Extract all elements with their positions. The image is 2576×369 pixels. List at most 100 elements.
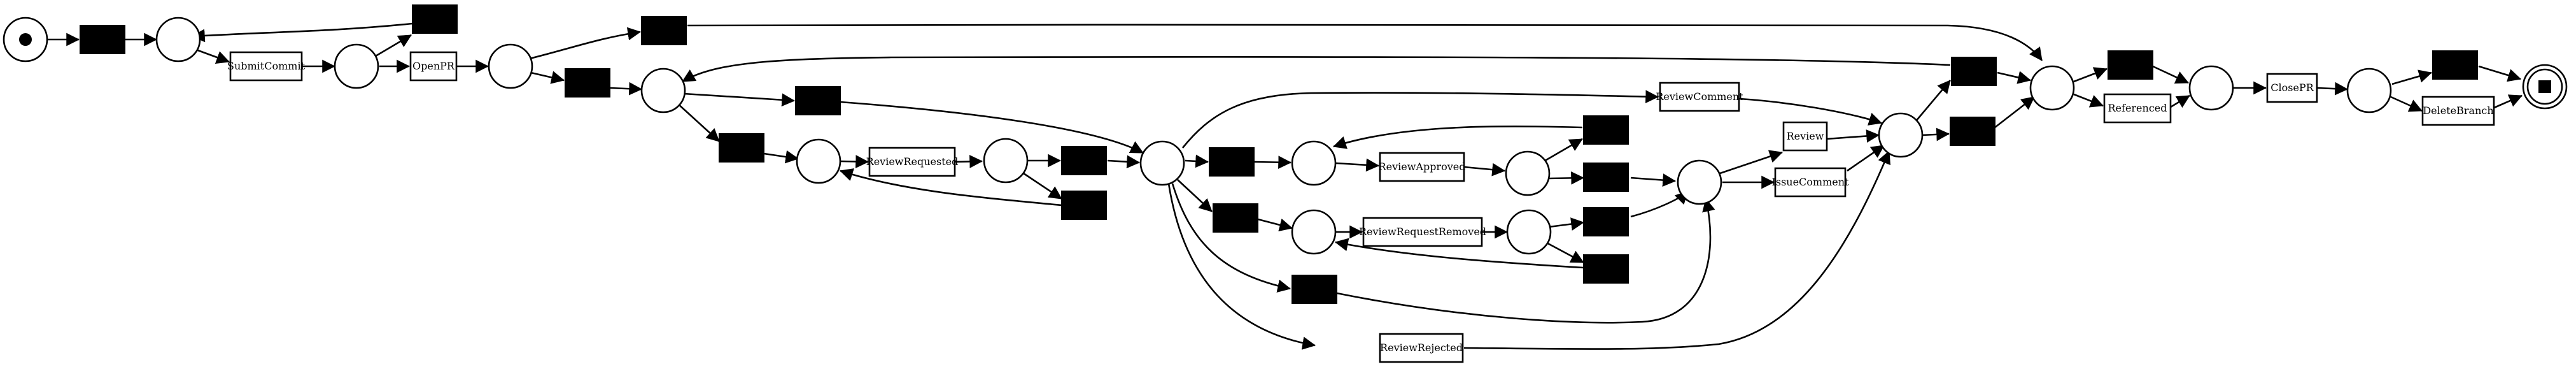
silent-transition (80, 25, 125, 54)
arc (530, 71, 565, 84)
arc (2152, 65, 2189, 84)
place (1505, 150, 1551, 196)
arc (1630, 173, 1677, 187)
arc (840, 168, 1062, 206)
arc (1171, 183, 1292, 293)
arc (1336, 198, 1715, 324)
transition-submit-commit: SubmitCommit (227, 51, 306, 82)
silent-transition (719, 133, 764, 163)
silent-transition (795, 86, 841, 115)
arc (1542, 138, 1583, 163)
arc (2073, 67, 2108, 83)
arc (2170, 94, 2190, 108)
silent-transition (1213, 203, 1258, 233)
transition-label: IssueComment (1772, 176, 1850, 188)
initial-token (19, 33, 32, 46)
place (1506, 209, 1552, 255)
arc (2478, 65, 2521, 82)
place (1291, 209, 1337, 255)
silent-transition (1292, 275, 1337, 304)
place (1139, 140, 1185, 186)
arc (1333, 125, 1583, 149)
transition-label: Referenced (2108, 102, 2167, 114)
arc (677, 103, 720, 142)
arc (1826, 129, 1880, 143)
arc (683, 92, 796, 107)
arc (1847, 144, 1885, 172)
silent-transition (1583, 207, 1629, 236)
sink-place (2522, 64, 2568, 110)
arc (1167, 183, 1316, 350)
places (3, 17, 2568, 255)
arc (2492, 94, 2523, 110)
arc (1181, 90, 1659, 148)
arc (682, 56, 1951, 83)
arc (1719, 150, 1783, 175)
arc (609, 82, 643, 96)
transition-open-pr: OpenPR (409, 51, 458, 82)
place (1291, 140, 1337, 186)
arc (2390, 96, 2423, 112)
place (2188, 65, 2234, 111)
silent-transition (1209, 147, 1255, 177)
transition-review-comment: ReviewComment (1656, 82, 1743, 112)
place (488, 43, 533, 89)
transition-label: OpenPR (412, 60, 455, 72)
arc (1185, 154, 1209, 168)
transition-label: ReviewApproved (1379, 161, 1466, 173)
silent-transition (641, 16, 687, 45)
arc (954, 155, 983, 168)
place (640, 68, 686, 113)
transition-close-pr: ClosePR (2266, 73, 2318, 103)
silent-transition (1951, 57, 1997, 86)
silent-transitions (80, 4, 2478, 304)
arc (191, 22, 413, 43)
silent-transition (1583, 254, 1629, 284)
place (796, 138, 841, 184)
arc (1922, 127, 1950, 141)
arc (1997, 71, 2032, 84)
arc (1630, 191, 1689, 218)
transition-review-approved: ReviewApproved (1379, 152, 1466, 182)
arc (1545, 241, 1584, 264)
transition-label: ReviewComment (1656, 90, 1743, 103)
transition-label: DeleteBranch (2423, 105, 2493, 117)
transition-label: ReviewRequestRemoved (1359, 226, 1486, 238)
arc (1335, 158, 1380, 172)
arc (687, 24, 2043, 61)
arc (1549, 217, 1585, 231)
silent-transition (565, 68, 610, 98)
arc (1994, 96, 2035, 129)
place (1677, 159, 1722, 205)
place (2029, 65, 2075, 111)
transition-review-requested: ReviewRequested (866, 147, 958, 177)
transition-review-request-removed: ReviewRequestRemoved (1359, 217, 1486, 247)
arc (1463, 163, 1506, 177)
silent-transition (2108, 50, 2153, 80)
source-place (3, 17, 48, 62)
arc (1107, 155, 1141, 169)
arc (2316, 82, 2349, 96)
arc (1021, 171, 1062, 200)
labeled-transitions: SubmitCommit OpenPR ReviewComment Review… (227, 51, 2495, 363)
arc (763, 150, 799, 164)
arc (2391, 69, 2432, 85)
silent-transition (1061, 191, 1107, 220)
silent-transition (2432, 50, 2478, 80)
arc (1257, 218, 1293, 232)
arc (375, 34, 412, 57)
arc (1739, 98, 1882, 126)
transition-label: ClosePR (2270, 82, 2314, 94)
silent-transition (412, 4, 458, 34)
silent-transition (1061, 146, 1107, 175)
silent-transition (1583, 163, 1629, 192)
arc (1463, 150, 1890, 350)
transition-label: Review (1787, 130, 1824, 142)
silent-transition (1583, 115, 1629, 145)
place (334, 43, 379, 89)
transition-delete-branch: DeleteBranch (2421, 96, 2495, 126)
transition-label: SubmitCommit (227, 60, 306, 72)
arc (2073, 93, 2104, 108)
transition-review-rejected: ReviewRejected (1379, 333, 1464, 363)
